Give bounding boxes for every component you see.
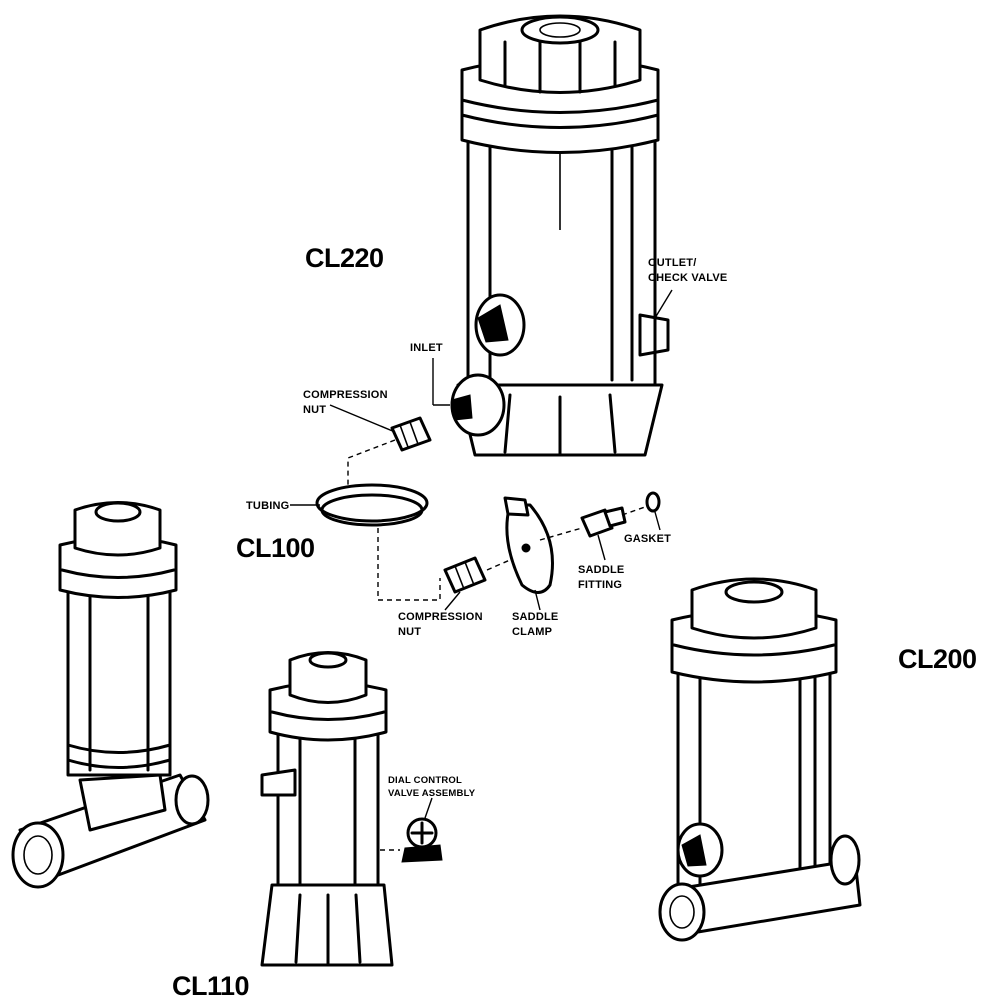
model-label-cl100: CL100 [236,533,315,563]
dial-control-label-line1: DIAL CONTROL [388,775,462,786]
saddle-clamp-label-line1: SADDLE [512,611,558,623]
cl220-chlorinator-illustration [450,14,670,457]
outlet-check-valve-label-line1: OUTLET/ [648,257,696,269]
compression-nut-top-label-line2: NUT [303,404,326,416]
saddle-fitting-illustration [580,506,627,538]
model-label-cl220: CL220 [305,243,384,273]
cl110-left-chlorinator-illustration [11,501,210,889]
leader-lines [290,289,673,851]
compression-nut-bottom-label-line1: COMPRESSION [398,611,483,623]
dial-control-label-line2: VALVE ASSEMBLY [388,788,476,799]
tubing-label: TUBING [246,500,289,512]
cl110-center-chlorinator-illustration [260,651,394,967]
saddle-clamp-label-line2: CLAMP [512,626,552,638]
model-label-cl200: CL200 [898,644,977,674]
model-label-cl110: CL110 [172,971,249,1000]
inlet-label: INLET [410,342,443,354]
saddle-fitting-label-line1: SADDLE [578,564,624,576]
cl200-chlorinator-illustration [658,577,862,942]
compression-nut-top-label-line1: COMPRESSION [303,389,388,401]
saddle-fitting-label-line2: FITTING [578,579,622,591]
dial-control-valve-illustration [401,817,443,863]
outlet-check-valve-label-line2: CHECK VALVE [648,272,727,284]
compression-nut-bottom-label-line2: NUT [398,626,421,638]
compression-nut-top-illustration [390,416,432,452]
tubing-coil-illustration [315,483,429,527]
gasket-label: GASKET [624,533,671,545]
saddle-clamp-illustration [503,496,554,594]
compression-nut-bottom-illustration [443,556,487,594]
gasket-illustration [645,491,661,513]
